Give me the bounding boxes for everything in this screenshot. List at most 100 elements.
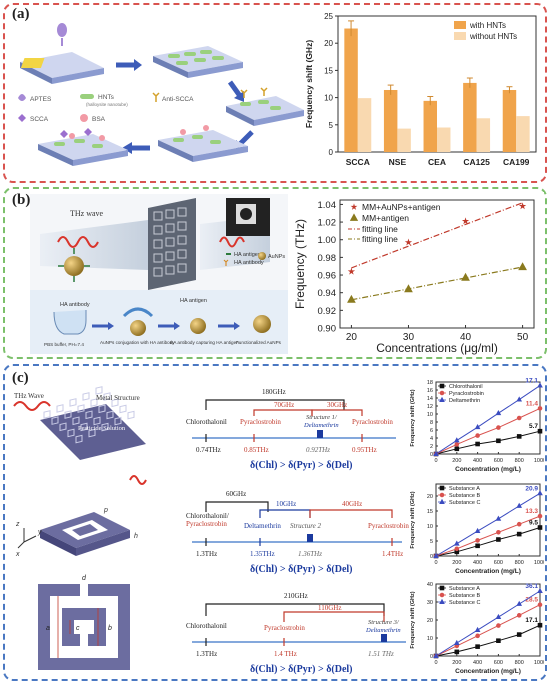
gap-label: 210GHz <box>284 592 308 600</box>
metasurface-cell <box>88 428 96 438</box>
data-point <box>475 433 480 438</box>
y-tick-label: 10 <box>427 412 433 418</box>
structure-label: Structure 1/ <box>306 414 338 421</box>
y-axis-label: Frequency shift (GHz) <box>410 491 416 548</box>
end-value-label: 36.1 <box>525 583 538 590</box>
step-4: Functionalized AuNPs <box>236 340 282 345</box>
metasurface-cell <box>114 416 122 426</box>
legend-swatch <box>454 21 466 29</box>
frequency-diagram-1: 180GHz 70GHz 30GHz Chlorothalonil Pyracl… <box>186 388 396 471</box>
data-point <box>516 600 523 606</box>
dropper-icon <box>57 23 67 37</box>
data-point <box>516 415 522 421</box>
y-tick-label: 18 <box>427 380 433 386</box>
y-tick-label: 30 <box>427 600 433 606</box>
legend-ha-antibody: HA antibody <box>234 260 264 266</box>
metasurface-cell <box>85 410 93 420</box>
label-ha-antigen: HA antigen <box>180 298 207 304</box>
data-point <box>516 396 523 402</box>
axis-icon <box>17 528 37 549</box>
legend-ha-antigen: HA antigen <box>234 252 261 258</box>
metasurface-cell <box>72 416 80 426</box>
pesticide-name: Pyraclostrobin <box>352 418 393 426</box>
plot-frame <box>435 483 541 557</box>
data-point <box>518 262 527 271</box>
x-tick-label: 50 <box>517 332 529 343</box>
metasurface-cell <box>69 398 77 407</box>
y-tick-label: 2 <box>430 444 433 450</box>
legend-label: fitting line <box>362 234 398 244</box>
data-point <box>495 410 502 416</box>
data-point <box>496 623 501 628</box>
bar <box>516 116 530 152</box>
y-tick-label: 4 <box>430 436 433 442</box>
legend-aptes: APTES <box>30 96 52 103</box>
y-tick-label: 20 <box>427 494 433 500</box>
x-tick-label: 200 <box>452 660 461 666</box>
dim-x: x <box>15 551 20 558</box>
y-tick-label: 0 <box>329 148 334 157</box>
data-point <box>349 213 359 221</box>
y-axis-label: Frequency shift (GHz) <box>410 389 416 446</box>
data-point <box>474 424 481 430</box>
data-point <box>496 537 501 542</box>
legend-bsa: BSA <box>92 116 106 123</box>
x-tick-label: 1000 <box>534 660 544 666</box>
x-tick-label: 400 <box>473 458 482 464</box>
y-tick-label: 16 <box>427 388 433 394</box>
data-point <box>537 622 543 628</box>
panel-a-schematic: APTES HNTs (halloysite nanotube) Anti-SC… <box>18 23 304 166</box>
panel-c-label: (c) <box>12 370 29 386</box>
data-point <box>453 639 460 645</box>
legend-scca: SCCA <box>30 116 49 123</box>
y-tick-label: 0.96 <box>318 271 337 282</box>
data-point <box>475 633 480 639</box>
gap-label: 60GHz <box>226 490 246 498</box>
dim-b: b <box>108 625 112 632</box>
bar <box>383 89 398 152</box>
metasurface-cell <box>64 410 72 419</box>
pesticide-name: Deltamethrin <box>244 522 281 530</box>
chart-c2-line: 0510152002004006008001000Concentration (… <box>410 483 544 575</box>
frequency-diagram-2: 60GHz 10GHz 40GHz Chlorothalonil/ Pyracl… <box>186 490 409 575</box>
dim-h: h <box>134 533 138 540</box>
freq-label: 1.51 THz <box>368 650 394 658</box>
metasurface-cell <box>43 410 51 419</box>
chart-c3-line: 01020304002004006008001000Concentration … <box>410 582 544 675</box>
pesticide-name: Pyraclostrobin <box>368 522 409 530</box>
gap-label: 70GHz <box>274 401 294 409</box>
y-tick-label: 20 <box>324 39 333 48</box>
unit-cell-top-view <box>38 584 130 670</box>
freq-label: 0.74THz <box>196 446 221 454</box>
legend-hnts: HNTs <box>98 94 115 101</box>
panel-b <box>3 187 547 359</box>
y-tick-label: 10 <box>427 636 433 642</box>
end-value-label: 17.1 <box>525 617 538 624</box>
y-tick-label: 0.98 <box>318 253 337 264</box>
scca-icon <box>18 114 26 122</box>
data-point <box>495 515 502 521</box>
bsa-icon <box>80 114 88 122</box>
y-axis-label: Frequency shift (GHz) <box>410 591 416 648</box>
end-value-label: 13.3 <box>525 508 538 515</box>
end-value-label: 17.1 <box>525 378 538 385</box>
step-2: AuNPs conjugation with HA antibody <box>100 340 175 345</box>
pesticide-name: Chlorothalonil/ <box>186 512 229 520</box>
metasurface-cell <box>127 410 135 420</box>
end-value-label: 5.7 <box>529 423 538 430</box>
legend-label: Substance C <box>449 500 481 506</box>
sensitivity-order: δ(Chl) > δ(Pyr) > δ(Del) <box>250 564 353 575</box>
metasurface-cell <box>103 392 111 401</box>
sensitivity-order: δ(Chl) > δ(Pyr) > δ(Del) <box>250 460 353 471</box>
x-tick-label: 0 <box>434 560 437 566</box>
metasurface-cell <box>67 428 75 438</box>
legend-hnts-note: (halloysite nanotube) <box>86 102 128 107</box>
metasurface-cell <box>56 404 64 413</box>
x-tick-label: CA199 <box>503 157 530 167</box>
x-tick-label: CA125 <box>463 157 490 167</box>
x-tick-label: 800 <box>515 458 524 464</box>
x-tick-label: CEA <box>428 157 446 167</box>
structure-label: Structure 3/ <box>368 619 400 626</box>
series-line <box>435 492 541 557</box>
